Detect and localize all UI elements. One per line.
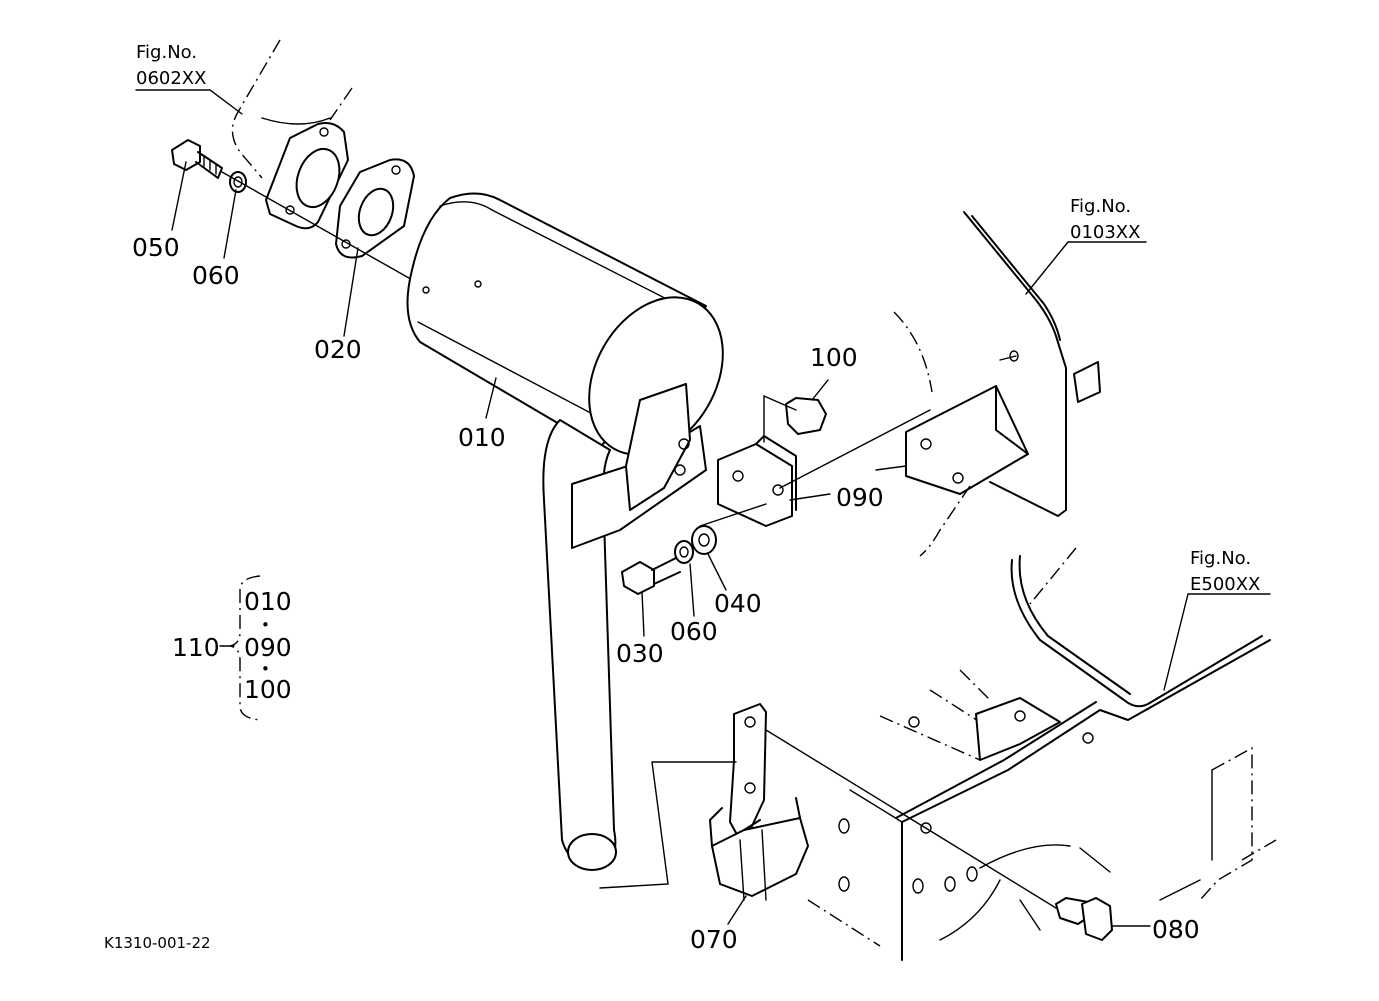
fig-ref-label: Fig.No. bbox=[1070, 196, 1131, 217]
part-label-060-lower: 060 bbox=[670, 617, 718, 646]
part-label-050: 050 bbox=[132, 233, 180, 262]
main-frame bbox=[807, 547, 1277, 961]
muffler-bracket bbox=[717, 395, 797, 527]
fig-ref-label: Fig.No. bbox=[1190, 548, 1251, 569]
mount-axis-line bbox=[699, 355, 1017, 527]
assembly-item: 090 bbox=[244, 633, 292, 662]
exhaust-flange bbox=[265, 122, 349, 230]
flange-bolt bbox=[171, 139, 223, 179]
part-label-080: 080 bbox=[1152, 915, 1200, 944]
assembly-number: 110 bbox=[172, 633, 220, 662]
part-label-030: 030 bbox=[616, 639, 664, 668]
leader-lines bbox=[135, 89, 1271, 927]
part-label-020: 020 bbox=[314, 335, 362, 364]
flat-washer bbox=[691, 525, 717, 555]
part-label-090: 090 bbox=[836, 483, 884, 512]
spring-washer-upper bbox=[229, 171, 247, 193]
part-label-070: 070 bbox=[690, 925, 738, 954]
frame-bolt bbox=[1055, 897, 1113, 941]
fig-ref-number: 0602XX bbox=[136, 68, 206, 89]
fig-ref-label: Fig.No. bbox=[136, 42, 197, 63]
bracket-bolt bbox=[763, 395, 827, 435]
tailpipe-bracket bbox=[599, 703, 1057, 909]
spring-washer-lower bbox=[674, 540, 694, 564]
fig-ref-number: E500XX bbox=[1190, 574, 1260, 595]
frame-panel bbox=[875, 211, 1101, 557]
fig-ref-exhaust-pipe: Fig.No. 0602XX bbox=[136, 42, 206, 89]
part-label-100: 100 bbox=[810, 343, 858, 372]
assembly-group: 110 010 • 090 • 100 bbox=[172, 575, 292, 721]
fig-ref-main-frame: Fig.No. E500XX bbox=[1190, 548, 1260, 595]
gasket bbox=[335, 158, 415, 259]
exhaust-pipe-inlet bbox=[231, 39, 353, 179]
fig-ref-number: 0103XX bbox=[1070, 222, 1140, 243]
bolt-axis-line bbox=[221, 171, 431, 291]
part-label-040: 040 bbox=[714, 589, 762, 618]
drawing-code: K1310-001-22 bbox=[104, 934, 211, 952]
muffler bbox=[406, 192, 724, 871]
part-label-060-upper: 060 bbox=[192, 261, 240, 290]
assembly-item: 100 bbox=[244, 675, 292, 704]
assembly-separator: • bbox=[261, 660, 270, 678]
fig-ref-frame-panel: Fig.No. 0103XX bbox=[1070, 196, 1140, 243]
assembly-separator: • bbox=[261, 616, 270, 634]
part-label-010: 010 bbox=[458, 423, 506, 452]
mount-bolt bbox=[621, 557, 681, 595]
assembly-item: 010 bbox=[244, 587, 292, 616]
